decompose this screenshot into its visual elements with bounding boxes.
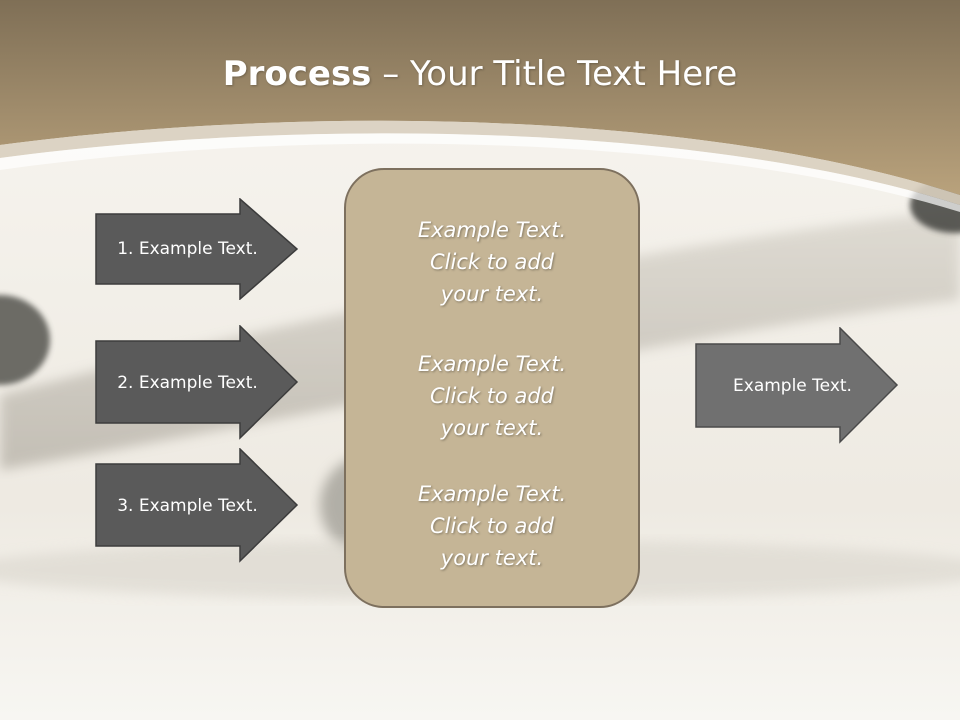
input-arrow-2-label: 2. Example Text. — [117, 372, 258, 393]
panel-block-3-line-2: Click to add — [429, 514, 554, 538]
input-arrow-1-label: 1. Example Text. — [117, 239, 258, 259]
arrow-shape-icon — [695, 326, 899, 444]
panel-block-2-line-3: your text. — [440, 416, 544, 440]
panel-block-2-line-1: Example Text. — [417, 352, 567, 376]
title-bold: Process — [222, 54, 372, 94]
arrow-shape-icon — [95, 197, 299, 301]
panel-block-1-line-3: your text. — [440, 282, 544, 306]
panel-text-block-1[interactable]: Example Text. Click to add your text. — [346, 214, 638, 310]
input-arrow-2[interactable]: 2. Example Text. — [95, 324, 300, 440]
input-arrow-3[interactable]: 3. Example Text. — [95, 447, 300, 563]
panel-text-block-2[interactable]: Example Text. Click to add your text. — [346, 348, 638, 444]
arrow-shape-icon — [95, 447, 299, 563]
title-rest: – Your Title Text Here — [371, 54, 738, 94]
panel-text-block-3[interactable]: Example Text. Click to add your text. — [346, 478, 638, 574]
panel-block-1-line-2: Click to add — [429, 250, 554, 274]
center-process-panel[interactable]: Example Text. Click to add your text. Ex… — [344, 168, 640, 608]
output-arrow[interactable]: Example Text. — [695, 326, 900, 444]
panel-block-1-line-1: Example Text. — [417, 218, 567, 242]
slide-title[interactable]: Process – Your Title Text Here — [0, 52, 960, 96]
input-arrow-1[interactable]: 1. Example Text. — [95, 197, 300, 301]
panel-block-2-line-2: Click to add — [429, 384, 554, 408]
output-arrow-label: Example Text. — [733, 375, 852, 396]
input-arrow-3-label: 3. Example Text. — [117, 495, 258, 516]
arrow-shape-icon — [95, 324, 299, 440]
panel-block-3-line-3: your text. — [440, 546, 544, 570]
panel-block-3-line-1: Example Text. — [417, 482, 567, 506]
